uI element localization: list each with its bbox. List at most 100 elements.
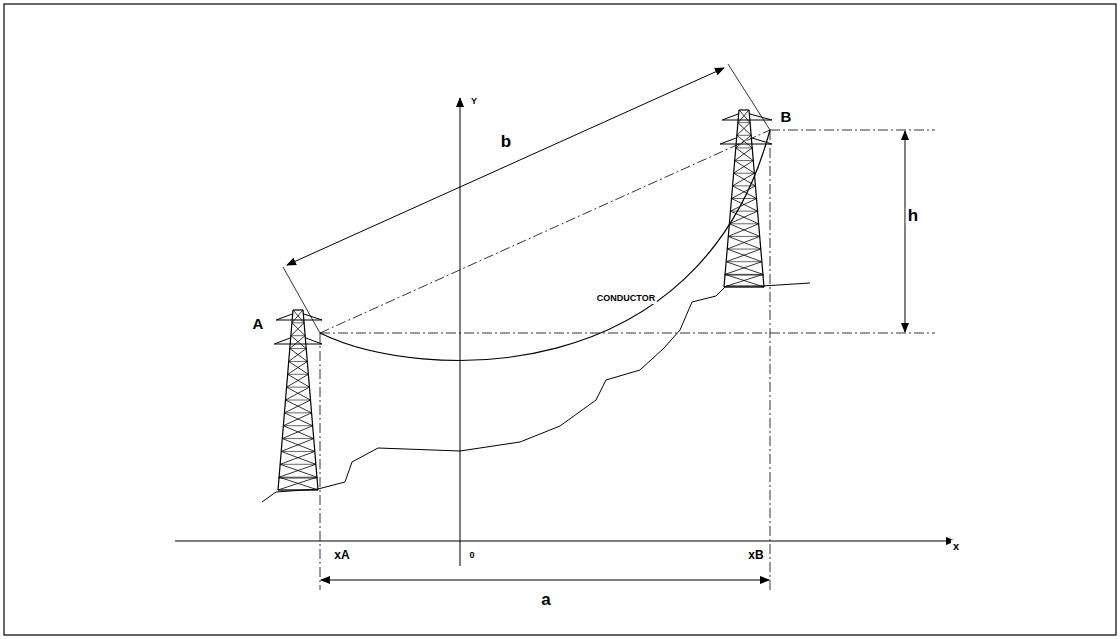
- tower-member: [292, 310, 303, 323]
- tower-member: [293, 309, 303, 310]
- tower-member: [278, 477, 317, 490]
- tower-member: [732, 198, 757, 199]
- tower-member: [291, 335, 305, 336]
- tower-member: [274, 338, 290, 344]
- tower-member: [732, 186, 756, 199]
- part-label: CONDUCTOR: [595, 294, 657, 304]
- tower-member: [733, 186, 757, 199]
- tower-member: [290, 348, 306, 349]
- tower-member: [276, 314, 292, 320]
- tower-member: [752, 138, 772, 144]
- tower-member: [286, 400, 311, 401]
- tower-member: [737, 123, 750, 136]
- tower-member: [278, 478, 318, 479]
- tower-member: [724, 287, 764, 288]
- tower-member: [739, 109, 749, 110]
- tower-member: [276, 320, 322, 321]
- tower-member: [729, 224, 759, 237]
- tower-member: [726, 249, 761, 262]
- tower-member: [728, 236, 759, 237]
- tower-member: [738, 122, 750, 123]
- tower-member: [283, 426, 313, 439]
- tower-member: [282, 426, 312, 439]
- reference-line: [770, 130, 935, 131]
- tower-member: [288, 361, 308, 374]
- tower-member: [730, 211, 757, 212]
- tower-member: [280, 464, 316, 465]
- tower-member: [292, 323, 305, 336]
- tower-member: [734, 161, 754, 174]
- tower-member: [280, 451, 315, 464]
- tower-member: [279, 464, 316, 477]
- dimension-label: B: [779, 109, 794, 126]
- dimension-label: 0: [467, 551, 476, 561]
- extension-line: [283, 267, 320, 333]
- dimension-line: [321, 580, 769, 581]
- tower-member: [282, 438, 313, 439]
- tower-member: [284, 400, 310, 413]
- tower-member: [278, 490, 318, 491]
- tower-member: [737, 135, 751, 136]
- dimension-line: [287, 68, 724, 265]
- tower-member: [306, 338, 322, 344]
- dimension-label: xB: [746, 549, 765, 562]
- tower-member: [738, 110, 749, 123]
- tower-member: [289, 349, 307, 362]
- dimension-label: A: [251, 316, 266, 333]
- tower-member: [724, 274, 763, 287]
- tower-member: [736, 135, 751, 148]
- tower-member: [281, 451, 315, 452]
- tower-member: [734, 173, 755, 174]
- tower-member: [727, 236, 760, 249]
- tower-member: [287, 387, 311, 400]
- tower-member: [288, 374, 310, 387]
- tower-member: [286, 400, 312, 413]
- dimension-label: Y: [469, 97, 479, 107]
- tower-member: [735, 160, 754, 161]
- projection-line: [770, 130, 771, 590]
- terrain-profile: [262, 283, 810, 502]
- tower-member: [735, 148, 753, 161]
- tower-member: [286, 387, 310, 400]
- dimension-label: h: [906, 207, 920, 226]
- tower-member: [736, 148, 754, 161]
- tower-member: [290, 336, 305, 349]
- tower-member: [279, 477, 317, 478]
- tower-member: [720, 138, 736, 144]
- tower-member: [292, 322, 304, 323]
- tower-member: [737, 135, 752, 148]
- tower-member: [729, 223, 758, 224]
- tower-member: [291, 323, 304, 336]
- tower-member: [283, 413, 311, 426]
- tower-member: [725, 262, 762, 275]
- tower-member: [293, 310, 304, 323]
- tower-member: [735, 161, 755, 174]
- tower-member: [729, 211, 757, 224]
- tower-member: [720, 144, 772, 145]
- dimension-label: b: [499, 133, 513, 152]
- dimension-label: x: [951, 540, 961, 552]
- tower-member: [726, 261, 762, 262]
- tower-member: [733, 173, 755, 186]
- conductor-curve: [320, 130, 770, 360]
- dimension-label: xA: [332, 549, 351, 562]
- tower-member: [290, 349, 308, 362]
- tower-member: [274, 344, 322, 345]
- tower-member: [722, 114, 738, 120]
- tower-member: [304, 314, 322, 320]
- tower-member: [289, 361, 309, 374]
- tower-member: [283, 425, 312, 426]
- dimension-label: a: [539, 591, 552, 610]
- tower-member: [733, 185, 756, 186]
- tower-member: [750, 114, 772, 120]
- frame: [4, 4, 1116, 635]
- reference-line: [320, 333, 935, 334]
- dimension-line: [905, 131, 906, 332]
- tower-member: [287, 374, 309, 387]
- tower-member: [289, 361, 308, 362]
- tower-member: [736, 147, 752, 148]
- x-axis: [175, 541, 955, 542]
- tower-member: [724, 275, 764, 276]
- projection-line: [320, 333, 321, 590]
